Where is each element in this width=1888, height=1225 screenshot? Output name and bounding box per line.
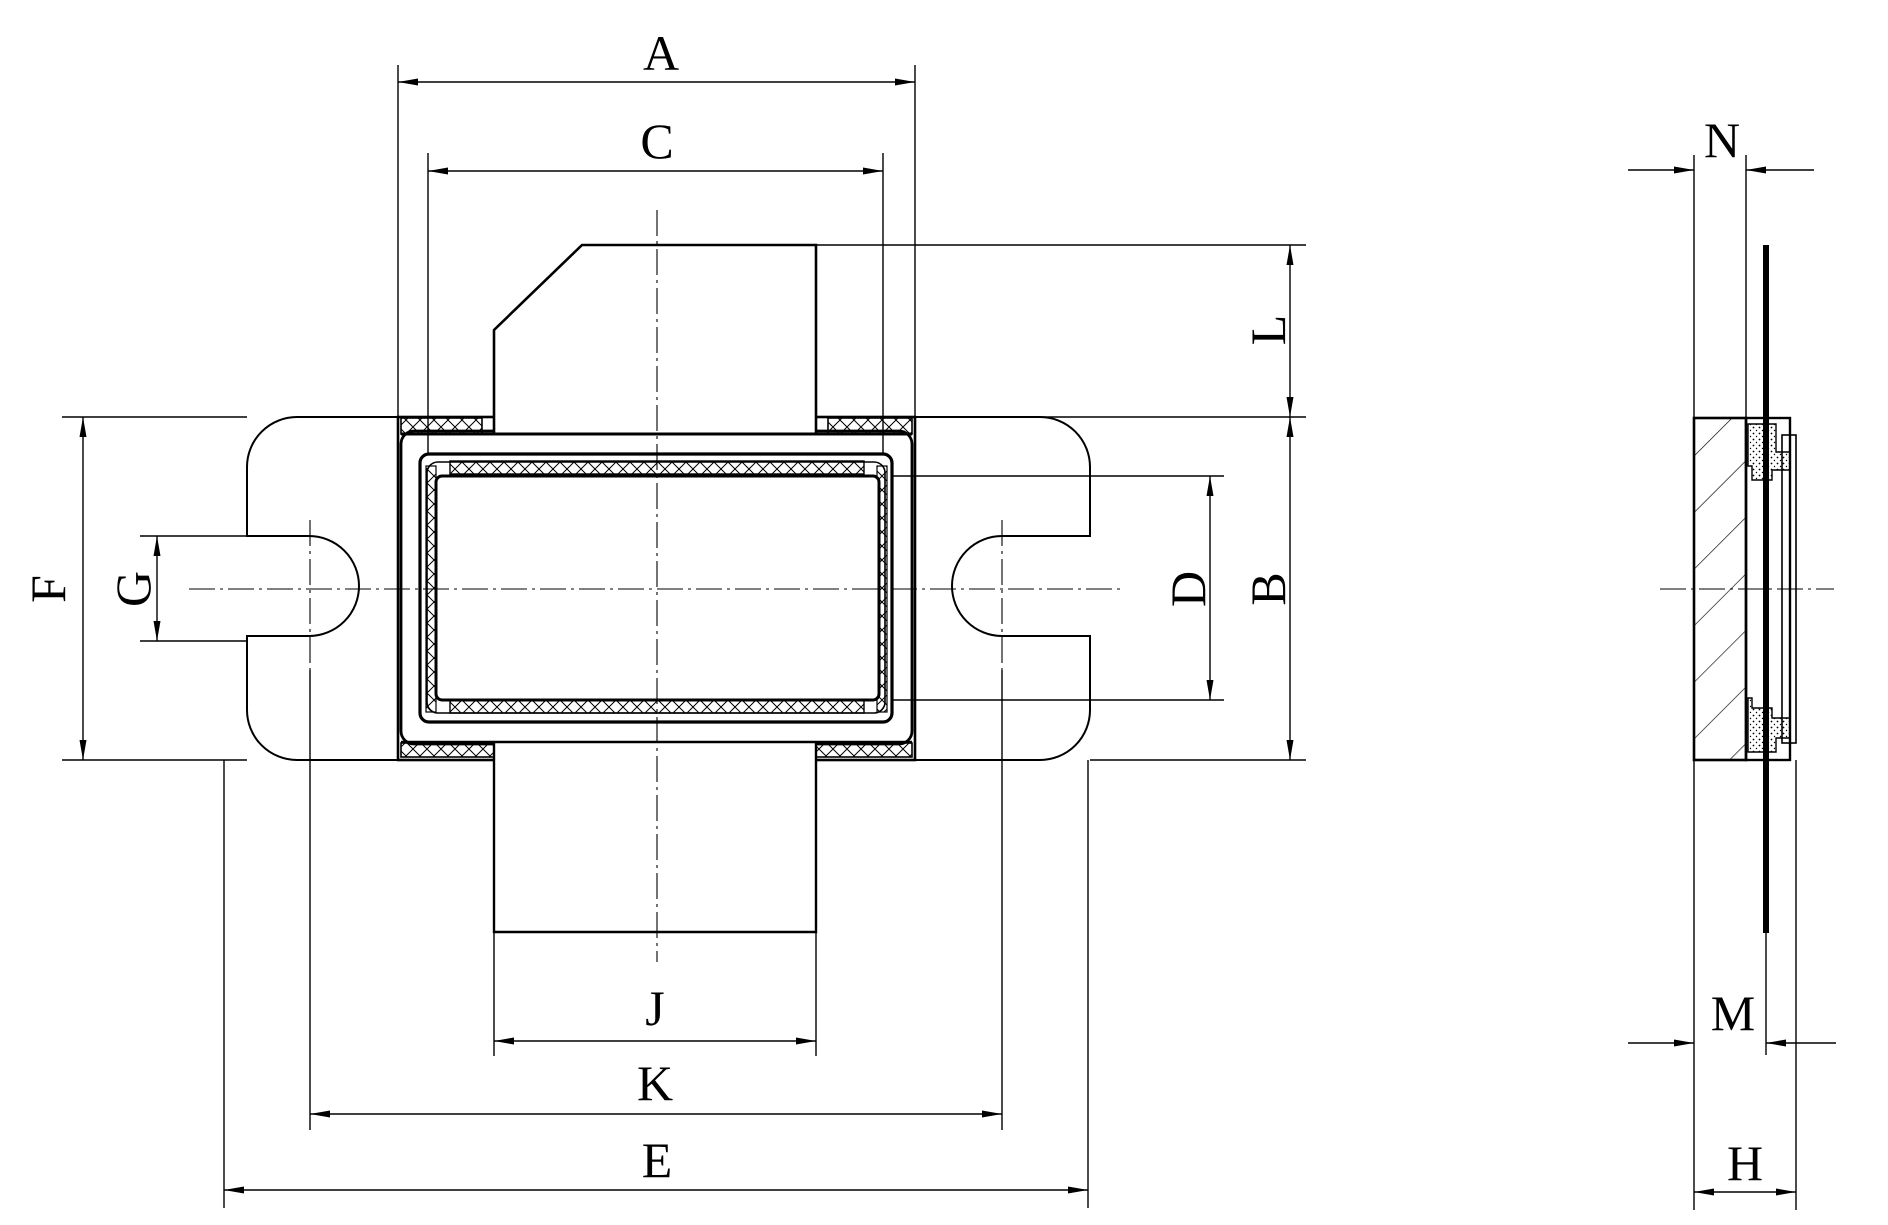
dimension-labels: A C J K E L B D F G N M H <box>20 25 1763 1191</box>
flange-outline <box>246 416 1091 761</box>
side-lead-plate <box>1763 245 1769 933</box>
label-a: A <box>643 25 679 81</box>
seal-hatch-bottom-left <box>400 742 495 758</box>
front-view <box>189 210 1124 962</box>
drain-lead-top <box>492 243 818 435</box>
die-window <box>426 461 886 714</box>
label-h: H <box>1727 1135 1763 1191</box>
seal-hatch-bottom-right <box>815 742 913 758</box>
side-extension-lines <box>1693 155 1797 1210</box>
die-cavity-outer <box>418 452 894 724</box>
seal-hatch-top-right <box>827 417 913 435</box>
gate-lead-bottom <box>492 742 818 934</box>
label-e: E <box>642 1132 673 1188</box>
side-view <box>1660 245 1834 933</box>
side-solder-top <box>1747 423 1791 481</box>
side-solder-bottom <box>1747 697 1791 753</box>
label-f: F <box>20 575 76 603</box>
label-b: B <box>1240 572 1296 605</box>
side-dimension-lines <box>1628 166 1836 1196</box>
die-inner <box>434 474 881 702</box>
label-g: G <box>105 571 161 607</box>
label-n: N <box>1704 112 1740 168</box>
label-d: D <box>1160 571 1216 607</box>
label-m: M <box>1711 985 1755 1041</box>
dimension-lines <box>79 78 1294 1194</box>
label-j: J <box>645 980 664 1036</box>
label-k: K <box>637 1055 673 1111</box>
extension-lines <box>62 65 1306 1208</box>
label-l: L <box>1240 315 1296 346</box>
seal-hatch-top-left <box>400 417 483 435</box>
label-c: C <box>640 113 673 169</box>
